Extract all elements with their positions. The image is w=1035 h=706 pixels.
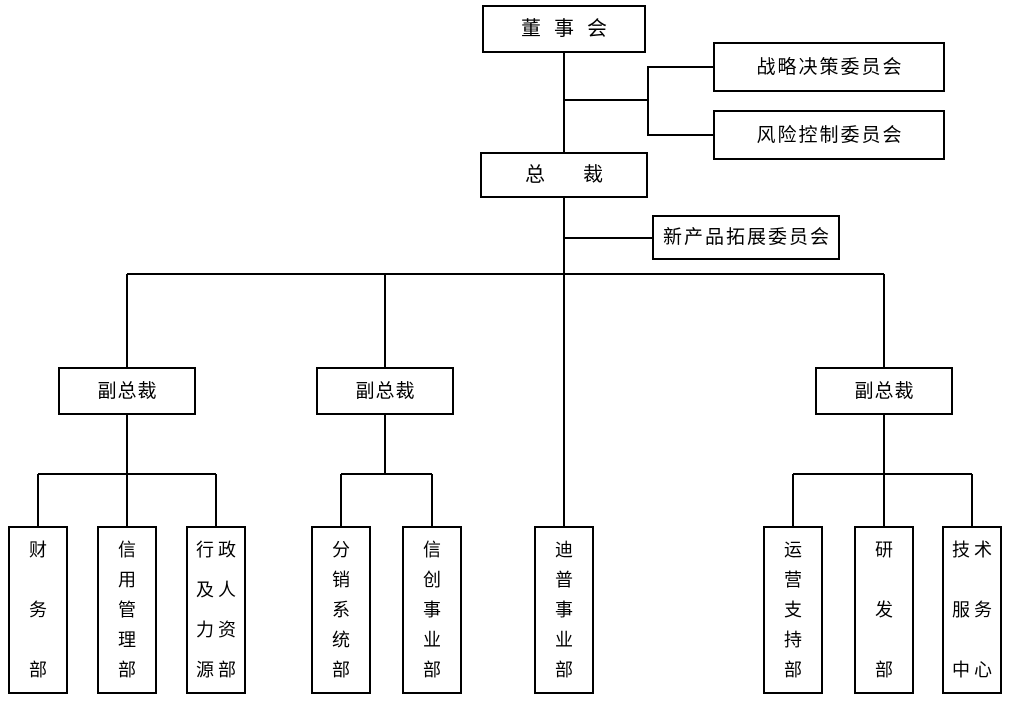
dept-label-row: 创	[423, 570, 441, 590]
node-distribution-systems-dept: 分销系统部	[311, 526, 371, 694]
strategy-committee-label: 战略决策委员会	[756, 56, 904, 78]
dept-label-row: 信	[118, 540, 136, 560]
dept-label-row: 行政	[196, 540, 240, 560]
dept-label-row: 信	[423, 540, 441, 560]
dept-label-row: 部	[332, 660, 350, 680]
dept-label-row: 业	[423, 630, 441, 650]
vice-president-1-label: 副总裁	[97, 380, 158, 402]
dept-label-row: 理	[118, 630, 136, 650]
dept-label-row: 部	[423, 660, 441, 680]
node-xinchuang-business-dept: 信创事业部	[402, 526, 462, 694]
node-operations-support-dept: 运营支持部	[763, 526, 823, 694]
dept-label-row: 发	[875, 600, 893, 620]
node-vice-president-2: 副总裁	[316, 367, 454, 415]
dept-label-row: 支	[784, 600, 802, 620]
new-product-committee-label: 新产品拓展委员会	[662, 227, 831, 248]
board-label: 董事会	[521, 18, 620, 40]
node-risk-control-committee: 风险控制委员会	[713, 110, 945, 160]
dept-label-row: 业	[555, 630, 573, 650]
connector-path	[37, 53, 973, 526]
node-dipu-business-dept: 迪普事业部	[534, 526, 594, 694]
node-board-of-directors: 董事会	[482, 5, 646, 53]
dept-label-row: 营	[784, 570, 802, 590]
node-strategy-decision-committee: 战略决策委员会	[713, 42, 945, 92]
dept-label-row: 技术	[952, 540, 996, 560]
node-credit-management-dept: 信用管理部	[97, 526, 157, 694]
dept-label-row: 运	[784, 540, 802, 560]
node-president: 总裁	[480, 152, 648, 198]
dept-label-row: 部	[875, 660, 893, 680]
dept-label-row: 服务	[952, 600, 996, 620]
vice-president-2-label: 副总裁	[355, 380, 416, 402]
node-admin-hr-dept: 行政及人力资源部	[186, 526, 246, 694]
dept-label-row: 部	[784, 660, 802, 680]
dept-label-row: 及人	[196, 580, 240, 600]
dept-label-row: 分	[332, 540, 350, 560]
node-vice-president-1: 副总裁	[58, 367, 196, 415]
dept-label-row: 用	[118, 570, 136, 590]
dept-label-row: 部	[555, 660, 573, 680]
dept-label-row: 普	[555, 570, 573, 590]
dept-label-row: 迪	[555, 540, 573, 560]
node-new-product-expansion-committee: 新产品拓展委员会	[652, 215, 840, 260]
dept-label-row: 事	[423, 600, 441, 620]
dept-label-row: 财	[29, 540, 47, 560]
dept-label-row: 统	[332, 630, 350, 650]
dept-label-row: 部	[118, 660, 136, 680]
node-tech-service-center: 技术服务中心	[942, 526, 1002, 694]
dept-label-row: 销	[332, 570, 350, 590]
dept-label-row: 研	[875, 540, 893, 560]
president-label: 总裁	[525, 164, 641, 186]
vice-president-3-label: 副总裁	[854, 380, 915, 402]
dept-label-row: 部	[29, 660, 47, 680]
dept-label-row: 管	[118, 600, 136, 620]
dept-label-row: 系	[332, 600, 350, 620]
node-rd-dept: 研发部	[854, 526, 914, 694]
node-finance-dept: 财务部	[8, 526, 68, 694]
dept-label-row: 持	[784, 630, 802, 650]
risk-committee-label: 风险控制委员会	[756, 124, 904, 146]
node-vice-president-3: 副总裁	[815, 367, 953, 415]
dept-label-row: 事	[555, 600, 573, 620]
dept-label-row: 务	[29, 600, 47, 620]
dept-label-row: 源部	[196, 660, 240, 680]
dept-label-row: 中心	[952, 660, 996, 680]
dept-label-row: 力资	[196, 620, 240, 640]
